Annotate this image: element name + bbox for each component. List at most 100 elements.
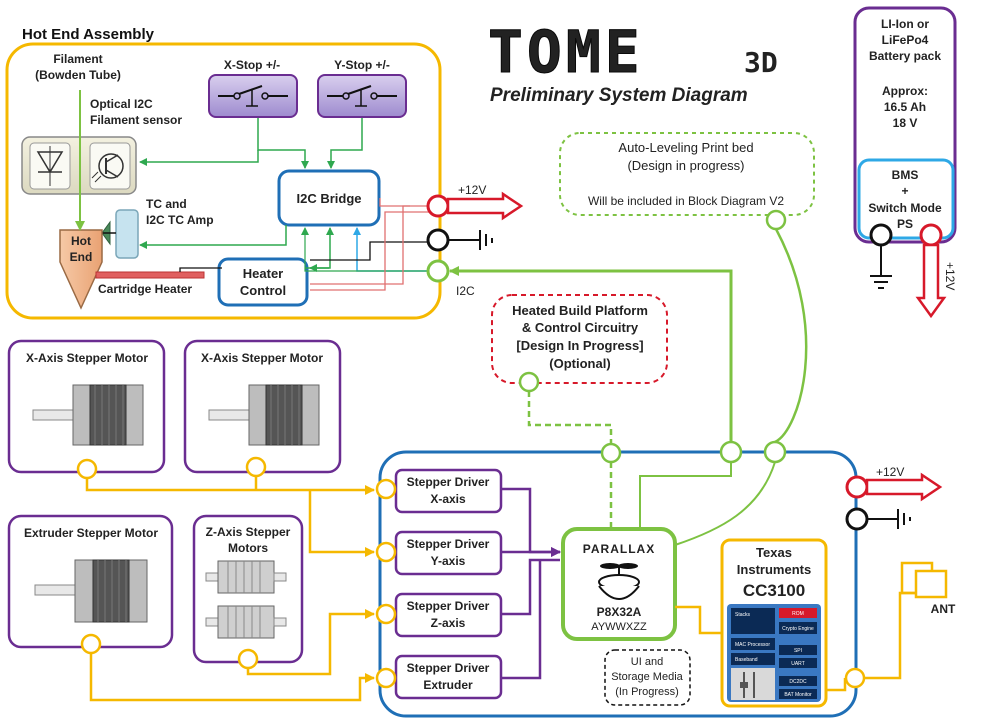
chip-label-rom: ROM	[792, 611, 804, 617]
mcu-part: P8X32A	[597, 605, 642, 619]
heater-control-block: Heater Control	[217, 257, 309, 307]
board-12v-label: +12V	[876, 465, 904, 479]
ui-storage-line-3: (In Progress)	[615, 686, 679, 698]
autolevel-line-3: Will be included in Block Diagram V2	[588, 194, 784, 208]
driver-y-line-2: Y-axis	[431, 554, 466, 568]
tc-amp-block	[101, 209, 139, 259]
driver-e-line-1: Stepper Driver	[407, 661, 490, 675]
driver-z-line-1: Stepper Driver	[407, 599, 490, 613]
filament-label-1: Filament	[53, 52, 102, 66]
i2c-bridge-block: I2C Bridge	[277, 169, 381, 227]
bms-line-4: PS	[897, 217, 913, 231]
stepper-driver-z: Stepper Driver Z-axis	[375, 592, 503, 638]
battery-voltage: 18 V	[893, 116, 918, 130]
cc3100-line-2: Instruments	[737, 562, 811, 577]
motor-extruder: Extruder Stepper Motor	[7, 514, 174, 655]
optical-sensor-block	[21, 136, 137, 195]
cartridge-heater-bar	[95, 271, 205, 279]
heater-label-2: Control	[240, 283, 286, 298]
battery-capacity: 16.5 Ah	[884, 100, 926, 114]
connection-lines	[85, 228, 917, 702]
mcu-brand: PARALLAX	[583, 542, 655, 556]
battery-line-1: LI-Ion or	[881, 17, 929, 31]
propeller-hat-icon	[598, 563, 640, 600]
cc3100-line-1: Texas	[756, 545, 792, 560]
heated-bed-block: Heated Build Platform & Control Circuitr…	[491, 294, 668, 393]
motor-x2-label: X-Axis Stepper Motor	[201, 351, 323, 365]
autolevel-line-2: (Design in progress)	[627, 158, 744, 173]
hot-end-wiring	[75, 90, 433, 291]
filament-label-2: (Bowden Tube)	[35, 68, 121, 82]
chip-label-uart: UART	[791, 661, 805, 667]
battery-pack: LI-Ion or LiFePo4 Battery pack Approx: 1…	[853, 6, 957, 319]
heatbed-line-3: [Design In Progress]	[516, 338, 643, 353]
antenna-label: ANT	[931, 602, 956, 616]
heatbed-line-4: (Optional)	[549, 356, 610, 371]
chip-label-bat: BAT Monitor	[784, 692, 812, 698]
heatbed-line-2: & Control Circuitry	[522, 320, 639, 335]
hot-end-nozzle: Hot End	[59, 229, 103, 310]
stepper-driver-extruder: Stepper Driver Extruder	[375, 654, 503, 700]
heater-label-1: Heater	[243, 266, 283, 281]
stepper-driver-x: Stepper Driver X-axis	[375, 468, 503, 514]
i2c-label: I2C	[456, 284, 475, 298]
autolevel-line-1: Auto-Leveling Print bed	[618, 140, 753, 155]
bms-line-1: BMS	[892, 168, 919, 182]
hot-end-title: Hot End Assembly	[22, 26, 155, 43]
motor-z-label-2: Motors	[228, 541, 268, 555]
mcu-code: AYWWXZZ	[591, 621, 647, 633]
chip-label-spi: SPI	[794, 648, 802, 654]
ui-storage-block: UI and Storage Media (In Progress)	[604, 649, 691, 706]
tc-label-1: TC and	[146, 197, 187, 211]
header-logo: TOME 3D Preliminary System Diagram	[488, 18, 778, 107]
driver-z-line-2: Z-axis	[431, 616, 466, 630]
driver-y-line-1: Stepper Driver	[407, 537, 490, 551]
motor-x1-label: X-Axis Stepper Motor	[26, 351, 148, 365]
motor-z: Z-Axis Stepper Motors	[192, 514, 304, 670]
stepper-driver-y: Stepper Driver Y-axis	[375, 530, 503, 576]
tc-label-2: I2C TC Amp	[146, 213, 214, 227]
motor-x2: X-Axis Stepper Motor	[183, 339, 342, 478]
ui-storage-line-2: Storage Media	[611, 671, 683, 683]
hot-end-frame	[5, 42, 442, 320]
xstop-label: X-Stop +/-	[224, 58, 280, 72]
bms-block	[857, 158, 955, 240]
battery-approx: Approx:	[882, 84, 928, 98]
motor-extruder-label: Extruder Stepper Motor	[24, 526, 158, 540]
antenna-block: ANT	[844, 561, 956, 689]
motor-z-label-1: Z-Axis Stepper	[206, 525, 291, 539]
chip-label-crypto: Crypto Engine	[782, 626, 814, 632]
heatbed-line-1: Heated Build Platform	[512, 303, 648, 318]
chip-label-dc2dc: DC2DC	[789, 679, 807, 685]
battery-12v-label: +12V	[943, 262, 957, 290]
ystop-switch	[317, 74, 407, 118]
logo-suffix: 3D	[744, 46, 778, 79]
ui-storage-line-1: UI and	[631, 656, 663, 668]
chip-label-mac: MAC Processor	[735, 642, 770, 648]
ystop-label: Y-Stop +/-	[334, 58, 390, 72]
battery-line-2: LiFePo4	[882, 33, 929, 47]
logo-title: TOME	[488, 18, 644, 86]
sensor-label-2: Filament sensor	[90, 113, 182, 127]
hotend-label-2: End	[70, 250, 93, 264]
cc3100-module: Texas Instruments CC3100 Stacks ROM Cryp…	[720, 538, 828, 708]
parallax-mcu: PARALLAX P8X32A AYWWXZZ	[561, 527, 677, 641]
i2c-bridge-label: I2C Bridge	[296, 191, 361, 206]
hot-end-connectors: +12V I2C	[426, 183, 524, 298]
sensor-label-1: Optical I2C	[90, 97, 153, 111]
driver-e-line-2: Extruder	[423, 678, 473, 692]
hotend-12v-label: +12V	[458, 183, 486, 197]
hot-end-assembly: Hot End Assembly Filament (Bowden Tube) …	[5, 26, 442, 320]
bms-line-3: Switch Mode	[868, 201, 942, 215]
driver-x-line-1: Stepper Driver	[407, 475, 490, 489]
cc3100-line-3: CC3100	[743, 581, 805, 600]
chip-label-stacks: Stacks	[735, 612, 751, 618]
auto-leveling-block: Auto-Leveling Print bed (Design in progr…	[559, 132, 815, 231]
motor-x1: X-Axis Stepper Motor	[7, 339, 166, 480]
chip-label-baseband: Baseband	[735, 657, 758, 663]
cartridge-label: Cartridge Heater	[98, 282, 192, 296]
xstop-switch	[208, 74, 298, 118]
driver-x-line-2: X-axis	[430, 492, 466, 506]
